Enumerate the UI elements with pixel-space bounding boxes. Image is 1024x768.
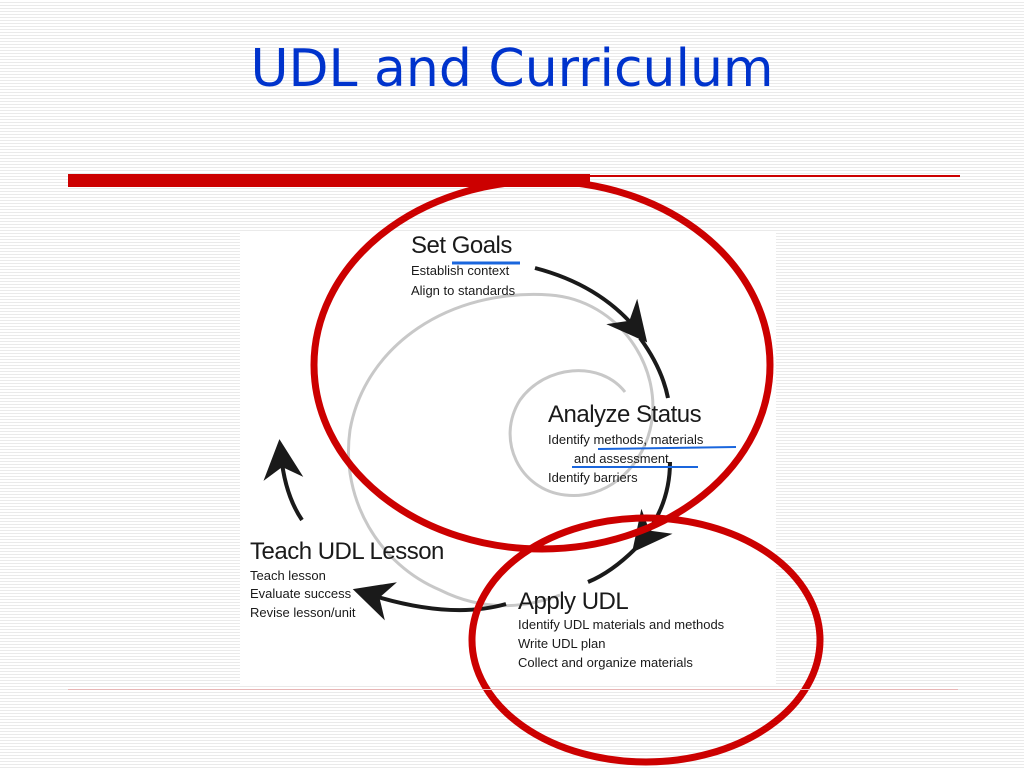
step-set-goals-line-2: Align to standards (411, 283, 516, 298)
underline-methods-materials (597, 446, 737, 450)
step-teach-lesson-line-1: Teach lesson (250, 568, 326, 583)
footer-rule (68, 689, 958, 690)
arrow-analyze-to-apply (632, 461, 673, 553)
diagram-panel (240, 232, 776, 684)
title-rule-thin (590, 175, 960, 177)
highlight-circle-apply-udl (468, 514, 824, 766)
step-teach-lesson-line-2: Evaluate success (250, 586, 352, 601)
step-teach-lesson-title: Teach UDL Lesson (250, 538, 444, 565)
step-analyze-status-title: Analyze Status (548, 401, 702, 428)
arrow-apply-to-teach (352, 582, 507, 621)
step-teach-lesson-line-3: Revise lesson/unit (250, 605, 356, 620)
arrow-into-apply (587, 546, 638, 584)
step-analyze-status-line-1: Identify methods, materials (548, 432, 704, 447)
arrow-teach-to-goals (263, 439, 304, 522)
step-apply-udl-title: Apply UDL (518, 588, 629, 615)
slide-title: UDL and Curriculum (250, 39, 774, 99)
step-analyze-status-line-2: and assessment (574, 451, 669, 466)
step-set-goals-line-1: Establish context (411, 263, 510, 278)
spiral-graphic (347, 292, 655, 608)
step-apply-udl-line-2: Write UDL plan (518, 636, 606, 651)
step-apply-udl-line-1: Identify UDL materials and methods (518, 617, 725, 632)
arrow-into-analyze (638, 336, 670, 399)
highlight-circle-goals-analyze (310, 177, 774, 553)
title-rule-thick (68, 174, 590, 187)
step-analyze-status-line-3: Identify barriers (548, 470, 638, 485)
step-apply-udl-line-3: Collect and organize materials (518, 655, 693, 670)
step-set-goals-title: Set Goals (411, 232, 512, 259)
arrow-goals-to-analyze (534, 266, 648, 343)
